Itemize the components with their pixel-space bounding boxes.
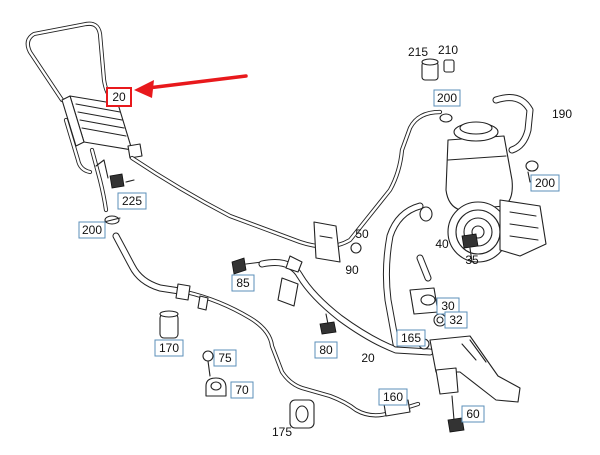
- hose-clip-left: [103, 215, 121, 225]
- svg-text:30: 30: [441, 299, 455, 313]
- svg-text:75: 75: [218, 351, 232, 365]
- callout-200-top[interactable]: 200: [433, 89, 461, 107]
- rubber-mount-170: [159, 310, 179, 339]
- highlight-arrow: [134, 74, 248, 98]
- callout-225[interactable]: 225: [117, 192, 147, 210]
- clamp-70: [205, 377, 227, 397]
- label-50: 50: [355, 227, 369, 241]
- callout-32[interactable]: 32: [444, 311, 468, 329]
- bracket-50: [313, 221, 362, 263]
- rubber-mount-175: [289, 399, 315, 429]
- svg-text:200: 200: [82, 223, 102, 237]
- bolt-60: [447, 395, 465, 433]
- fittings-30-32: [409, 254, 447, 327]
- callout-20-highlight[interactable]: 20: [106, 87, 132, 107]
- label-20-highlight: 20: [112, 90, 126, 104]
- svg-text:170: 170: [159, 341, 179, 355]
- reservoir-suction-hose: [112, 232, 421, 418]
- svg-text:160: 160: [383, 390, 403, 404]
- callout-75[interactable]: 75: [213, 349, 237, 367]
- callout-60[interactable]: 60: [461, 405, 485, 423]
- washer-40: [419, 206, 433, 222]
- callout-80[interactable]: 80: [314, 341, 338, 359]
- cooler-return-pipe: [25, 21, 113, 103]
- oil-cooler: [61, 95, 143, 213]
- bolt-80: [319, 313, 337, 335]
- bolt-85: [231, 257, 263, 275]
- power-steering-pump: [447, 199, 547, 263]
- fitting-215: [421, 58, 439, 81]
- label-175: 175: [272, 425, 292, 439]
- steering-gear: [418, 335, 521, 403]
- callout-200-right[interactable]: 200: [530, 174, 560, 192]
- callout-200-left[interactable]: 200: [78, 221, 106, 239]
- label-215: 215: [408, 45, 428, 59]
- svg-text:85: 85: [236, 276, 250, 290]
- svg-text:32: 32: [449, 313, 463, 327]
- label-90: 90: [345, 263, 359, 277]
- bolt-225: [95, 159, 135, 189]
- callout-70[interactable]: 70: [230, 381, 254, 399]
- label-20-mid: 20: [361, 351, 375, 365]
- fitting-210: [443, 59, 455, 73]
- svg-text:200: 200: [535, 176, 555, 190]
- reservoir: [445, 121, 513, 211]
- label-190: 190: [552, 107, 572, 121]
- return-hose-190: [439, 94, 534, 154]
- bolt-75: [202, 350, 214, 377]
- callout-30[interactable]: 30: [436, 297, 460, 315]
- pressure-hose: [258, 202, 434, 356]
- callout-165[interactable]: 165: [396, 329, 426, 347]
- svg-text:200: 200: [437, 91, 457, 105]
- svg-text:70: 70: [235, 383, 249, 397]
- svg-text:60: 60: [466, 407, 480, 421]
- label-40: 40: [435, 237, 449, 251]
- bolt-35: [461, 233, 479, 263]
- cooler-supply-pipe: [129, 109, 443, 249]
- svg-text:165: 165: [401, 331, 421, 345]
- callout-170[interactable]: 170: [154, 339, 184, 357]
- callout-160[interactable]: 160: [378, 388, 408, 406]
- label-210: 210: [438, 43, 458, 57]
- svg-text:80: 80: [319, 343, 333, 357]
- label-35: 35: [465, 253, 479, 267]
- callout-85[interactable]: 85: [231, 274, 255, 292]
- hose-clip-right: [525, 160, 539, 183]
- svg-text:225: 225: [122, 194, 142, 208]
